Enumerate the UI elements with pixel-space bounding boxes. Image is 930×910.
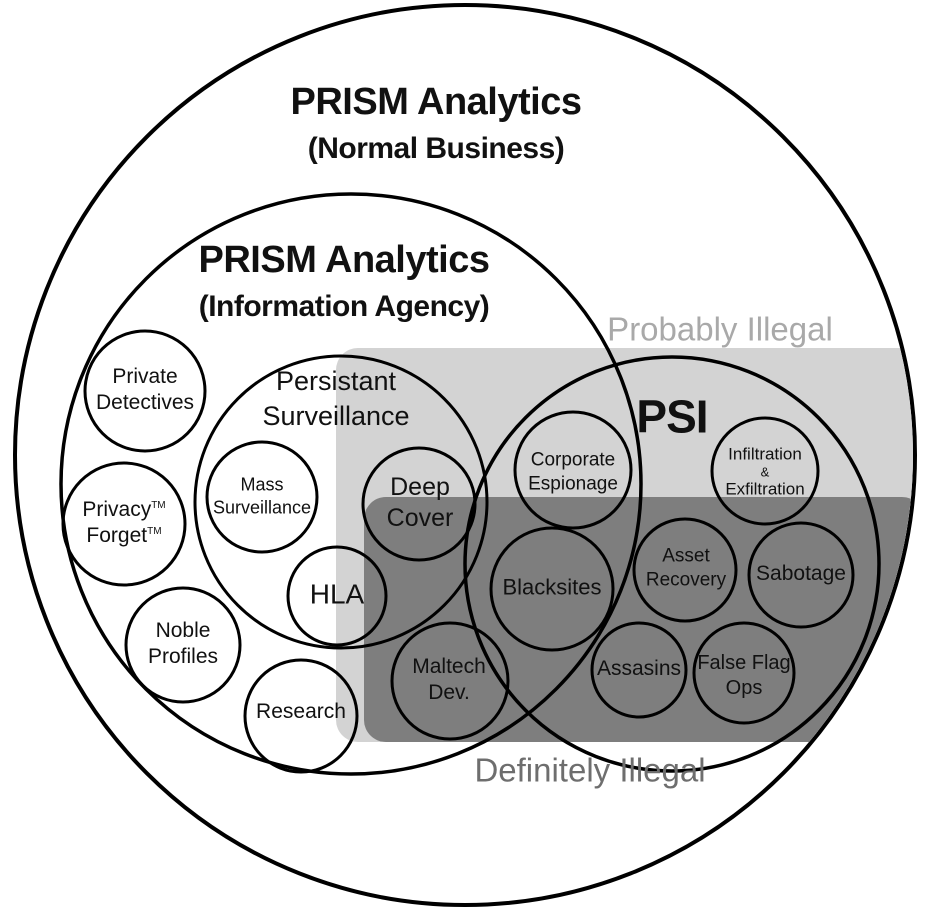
mass-surveillance-circle [205,440,319,554]
deep-cover-circle [361,446,477,562]
infiltration-exfiltration-circle [710,416,820,526]
persistant-surveillance-circle [193,354,489,650]
maltech-dev-circle [390,621,510,741]
assasins-circle [590,621,688,719]
sabotage-circle [747,521,855,629]
private-detectives-circle [83,329,207,453]
research-circle [243,658,359,774]
false-flag-ops-circle [692,621,796,725]
definitely-illegal-zone [364,497,913,742]
asset-recovery-circle [632,517,738,623]
blacksites-circle [489,526,615,652]
corporate-espionage-circle [513,410,633,530]
hla-circle [286,545,388,647]
info-agency-circle [59,192,643,776]
psi-circle [463,355,881,773]
privacy-forget-circle [61,461,187,587]
noble-profiles-circle [124,586,242,704]
